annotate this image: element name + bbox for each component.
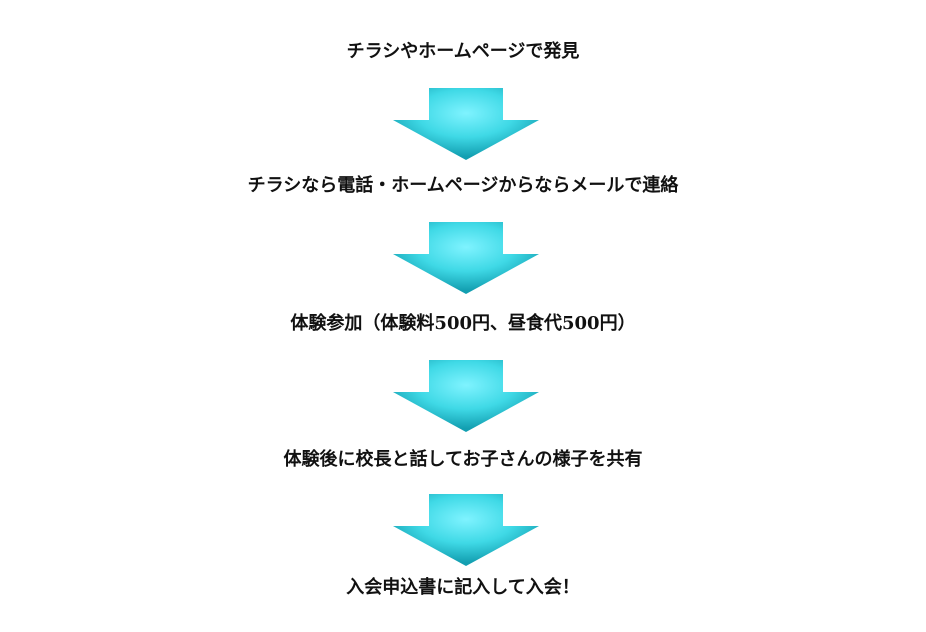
step-4-consult: 体験後に校長と話してお子さんの様子を共有	[283, 449, 643, 470]
down-arrow-icon	[393, 88, 539, 160]
step-3-trial: 体験参加（体験料500円、昼食代500円）	[290, 313, 636, 334]
step-1-discover: チラシやホームページで発見	[346, 41, 580, 62]
down-arrow-icon	[393, 360, 539, 432]
step-5-enroll: 入会申込書に記入して入会！	[346, 577, 580, 598]
down-arrow-icon	[393, 222, 539, 294]
step-2-contact: チラシなら電話・ホームページからならメールで連絡	[247, 175, 679, 196]
down-arrow-icon	[393, 494, 539, 566]
